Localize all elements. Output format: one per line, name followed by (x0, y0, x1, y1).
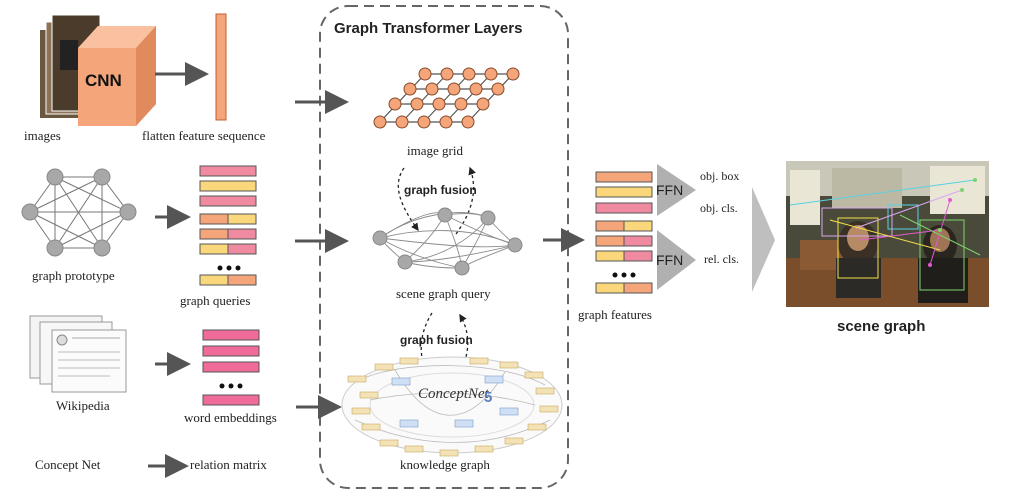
graph-fusion-top-label: graph fusion (404, 183, 477, 197)
concept-net-label: Concept Net (35, 457, 101, 472)
image-grid-label: image grid (407, 143, 463, 158)
obj-box-label: obj. box (700, 169, 740, 183)
images-label: images (24, 128, 61, 143)
graph-query-bars (199, 165, 257, 286)
obj-cls-label: obj. cls. (700, 201, 738, 215)
wikipedia-pages-icon (29, 315, 127, 393)
ffn-top-triangle (657, 164, 696, 216)
output-chevron (752, 187, 775, 292)
image-grid-icon (379, 73, 514, 123)
conceptnet-version: 5 (484, 389, 492, 406)
knowledge-graph-icon (341, 356, 563, 457)
word-embedding-bars (202, 329, 260, 406)
knowledge-graph-label: knowledge graph (400, 457, 490, 472)
rel-cls-label: rel. cls. (704, 252, 739, 266)
word-embeddings-label: word embeddings (184, 410, 277, 425)
graph-queries-ellipsis (217, 265, 241, 271)
scene-graph-query-label: scene graph query (396, 286, 491, 301)
graph-prototype-label: graph prototype (32, 268, 115, 283)
fusion-arrow-up-top (455, 166, 476, 235)
flatten-label: flatten feature sequence (142, 128, 266, 143)
word-embeddings-ellipsis (219, 383, 243, 389)
image-grid-nodes (373, 67, 520, 129)
relation-matrix-label: relation matrix (190, 457, 267, 472)
fusion-arrow-down-top (397, 167, 419, 232)
graph-fusion-bottom-label: graph fusion (400, 333, 473, 347)
graph-queries-label: graph queries (180, 293, 251, 308)
conceptnet-logo: ConceptNet (418, 386, 490, 402)
cnn-label: CNN (85, 71, 122, 90)
wikipedia-label: Wikipedia (56, 398, 110, 413)
graph-feature-bars (595, 171, 653, 294)
scene-graph-image (786, 161, 989, 307)
ffn-top-label: FFN (656, 182, 684, 198)
ffn-bottom-label: FFN (656, 252, 684, 268)
graph-features-ellipsis (612, 272, 636, 278)
cnn-block-icon (78, 26, 156, 126)
graph-prototype-icon (29, 176, 129, 249)
flatten-feature-bar (215, 13, 227, 121)
scene-graph-query-nodes (372, 207, 523, 276)
scene-graph-label: scene graph (837, 318, 926, 335)
graph-prototype-nodes (21, 168, 137, 257)
ffn-bottom-triangle (657, 230, 696, 290)
panel-title: Graph Transformer Layers (334, 20, 523, 37)
graph-features-label: graph features (578, 307, 652, 322)
